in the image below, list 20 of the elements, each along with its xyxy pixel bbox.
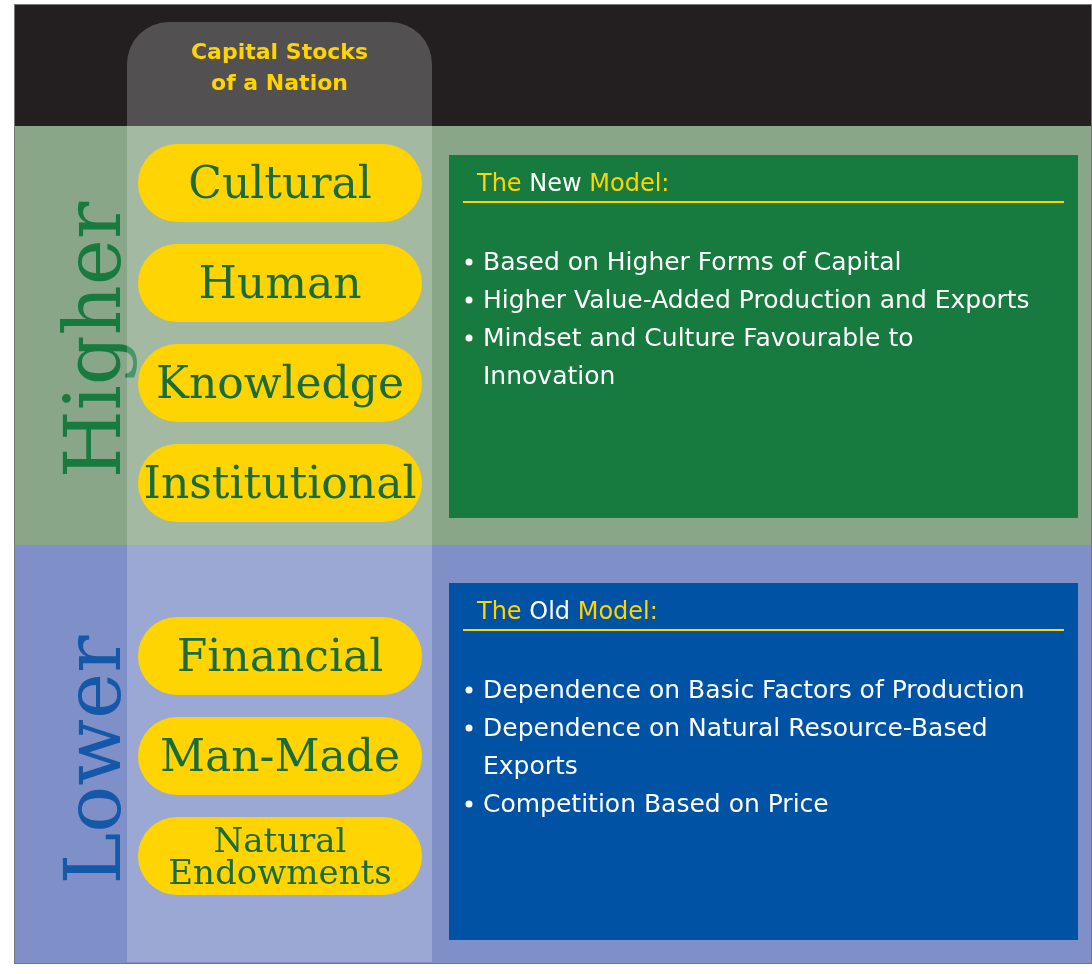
capital-pill: Knowledge [138,344,422,422]
model-panel [449,583,1078,940]
column-title: Capital Stocks of a Nation [189,38,370,97]
model-panel [449,155,1078,518]
bullet-text: Dependence on Natural Resource-Based Exports [465,709,1043,785]
capital-pill: Institutional [138,444,422,522]
band-label: Lower [48,635,138,885]
capital-pill: Cultural [138,144,422,222]
bullet-text: Mindset and Culture Favourable to Innovation [465,319,1043,395]
capital-pill: Man-Made [138,717,422,795]
model-heading: The Old Model: [463,597,1064,631]
capital-pill: Financial [138,617,422,695]
bullet-text: Competition Based on Price [465,785,1043,823]
bullet-text: Based on Higher Forms of Capital [465,243,1043,281]
capital-pill: Natural Endowments [138,817,422,895]
bullet-text: Dependence on Basic Factors of Production [465,671,1043,709]
bullet-text: Higher Value-Added Production and Exports [465,281,1043,319]
model-heading: The New Model: [463,169,1064,203]
capital-pill: Human [138,244,422,322]
band-label: Higher [47,201,138,479]
